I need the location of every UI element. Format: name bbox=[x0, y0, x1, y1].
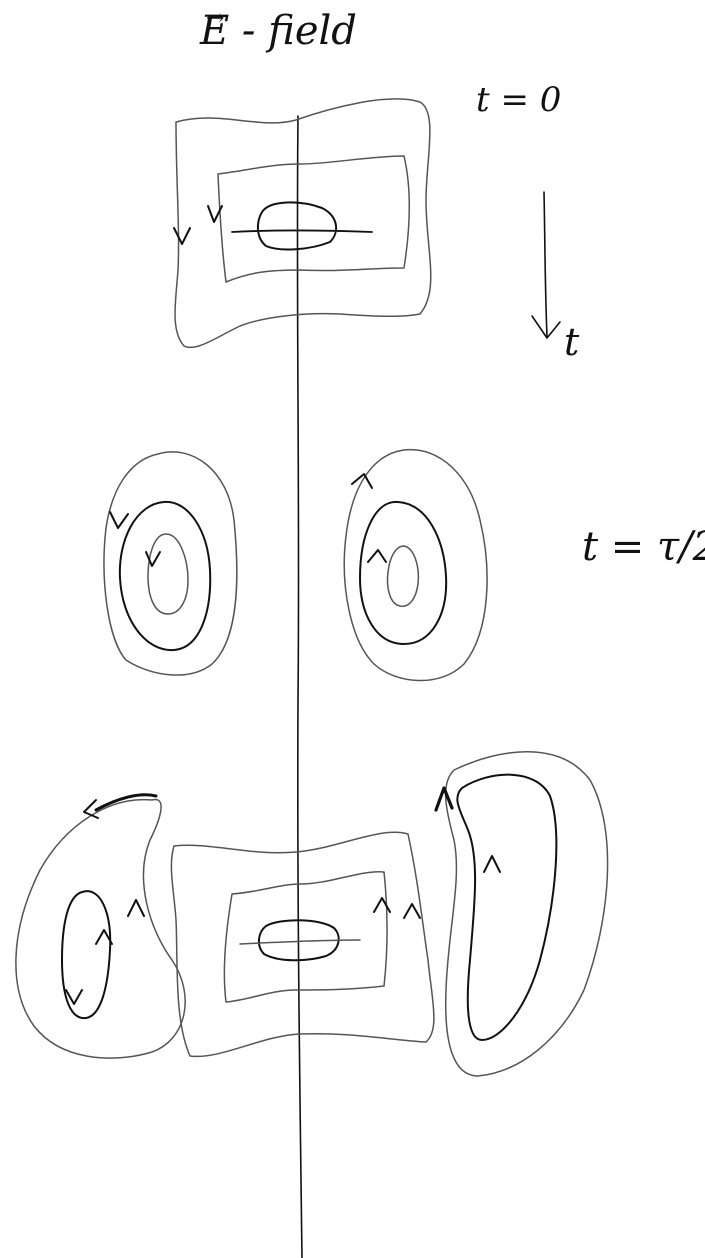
loop-right-outer bbox=[344, 450, 487, 681]
field-loops-t0 bbox=[174, 99, 431, 348]
arrow-lower-right-top bbox=[436, 788, 452, 810]
field-loops-lower bbox=[16, 752, 608, 1076]
arrow-t0-outer bbox=[174, 228, 190, 244]
loop-lower-right-inner bbox=[457, 775, 556, 1040]
loop-left-middle bbox=[120, 502, 210, 650]
loop-lower-center-middle bbox=[224, 872, 387, 1002]
loop-left-inner bbox=[148, 534, 188, 614]
loop-right-middle bbox=[360, 502, 446, 644]
arrow-left-outer bbox=[110, 512, 128, 528]
arrow-lower-center-right-b bbox=[404, 904, 420, 918]
arrow-right-inner bbox=[368, 550, 386, 562]
field-loops-half-period bbox=[104, 450, 487, 681]
loop-left-outer bbox=[104, 452, 237, 675]
arrow-lower-right-inner bbox=[484, 856, 500, 872]
arrow-lower-left-outer-up bbox=[128, 900, 144, 916]
loop-lower-left-inner bbox=[62, 891, 110, 1018]
loop-right-inner bbox=[388, 546, 419, 606]
loop-t0-outer bbox=[175, 99, 431, 348]
time-arrow-line bbox=[544, 192, 547, 336]
loop-t0-core-line bbox=[232, 231, 372, 233]
loop-lower-center-outer bbox=[171, 832, 434, 1056]
loop-t0-middle bbox=[218, 156, 409, 282]
loop-lower-left-outer bbox=[16, 800, 185, 1059]
symmetry-axis bbox=[297, 116, 302, 1258]
arrow-lower-center-right-a bbox=[374, 898, 390, 912]
